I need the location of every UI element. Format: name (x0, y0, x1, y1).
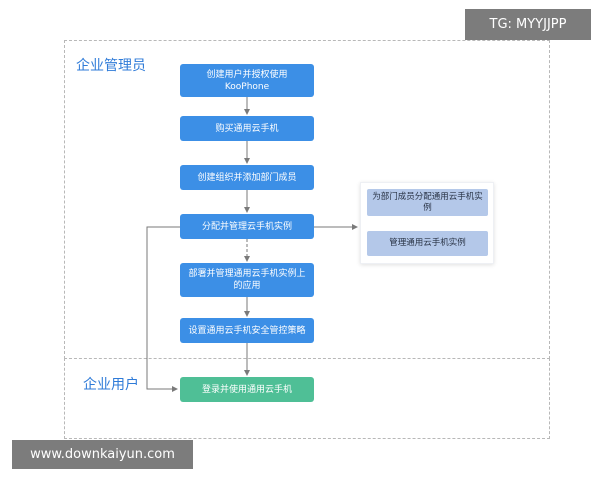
admin-swimlane (64, 40, 550, 359)
step-login-use[interactable]: 登录并使用通用云手机 (180, 377, 314, 402)
step-assign-manage[interactable]: 分配并管理云手机实例 (180, 214, 314, 239)
sub-step-assign-instance[interactable]: 为部门成员分配通用云手机实例 (367, 189, 488, 216)
user-region-label: 企业用户 (83, 377, 139, 393)
step-create-user[interactable]: 创建用户并授权使用KooPhone (180, 64, 314, 97)
watermark-top: TG: MYYJJPP (465, 9, 591, 40)
step-create-org[interactable]: 创建组织并添加部门成员 (180, 165, 314, 190)
step-buy-phone[interactable]: 购买通用云手机 (180, 116, 314, 141)
user-swimlane (64, 358, 550, 439)
sub-step-manage-instance[interactable]: 管理通用云手机实例 (367, 231, 488, 256)
arrow-step4-step7-loop (146, 226, 180, 392)
step-security-policy[interactable]: 设置通用云手机安全管控策略 (180, 318, 314, 343)
admin-region-label: 企业管理员 (76, 58, 146, 74)
watermark-bottom: www.downkaiyun.com (12, 440, 193, 469)
step-deploy-apps[interactable]: 部署并管理通用云手机实例上的应用 (180, 263, 314, 297)
